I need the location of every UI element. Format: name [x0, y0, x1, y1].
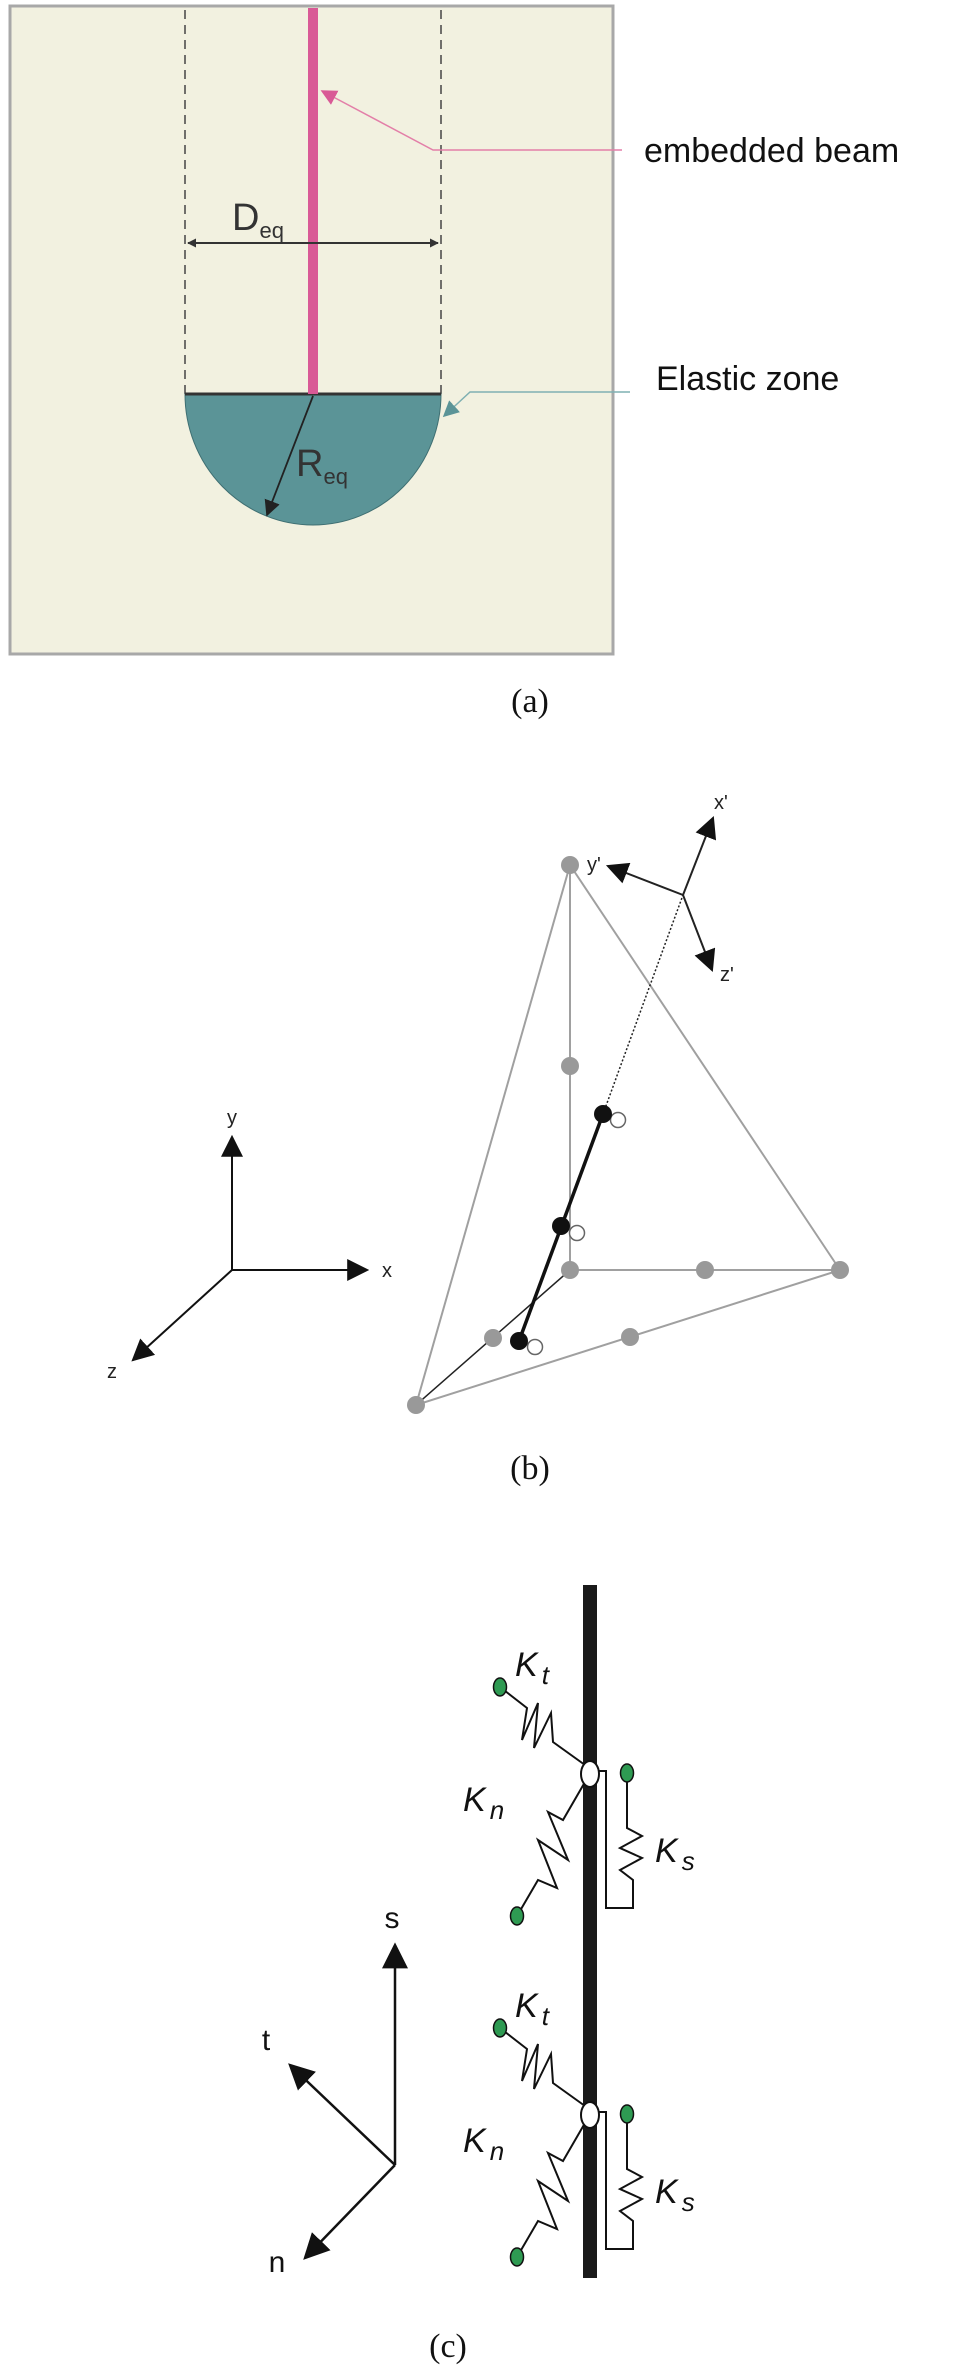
beam-dotted-extension	[602, 894, 684, 1115]
panel-a: Deq Req embedded beam Elastic zone (a)	[8, 4, 899, 720]
local-axes-stn	[288, 1942, 408, 2260]
global-axes	[131, 1134, 370, 1362]
virtual-nodes	[526, 1111, 627, 1356]
ground-node-ks	[619, 2104, 635, 2124]
caption-c: (c)	[429, 2328, 467, 2365]
axis-label-n: n	[269, 2246, 286, 2279]
axis-label-s: s	[385, 1902, 400, 1935]
pile-beam	[583, 1585, 597, 2278]
tetra-element-edges	[415, 864, 841, 1406]
axis-label-z: z	[107, 1361, 117, 1383]
diameter-label: Deq	[232, 197, 284, 243]
spring-ks	[597, 1770, 645, 1909]
local-axis-label-z: z'	[720, 964, 734, 986]
panel-b: y x z	[107, 792, 849, 1487]
spring-kt	[499, 1686, 586, 1766]
axis-label-y: y	[227, 1107, 237, 1129]
axis-label-t: t	[262, 2024, 271, 2057]
spring-kt	[499, 2027, 586, 2107]
beam-nodes	[510, 1105, 612, 1350]
axis-label-x: x	[382, 1260, 392, 1282]
radius-label: Req	[296, 443, 348, 489]
ground-node-kt	[492, 2018, 508, 2038]
spring-kn	[516, 1781, 586, 1917]
ground-node-kt	[492, 1677, 508, 1697]
beam-node	[580, 1760, 600, 1788]
caption-a: (a)	[511, 683, 549, 720]
local-axes	[605, 815, 717, 973]
elastic-zone	[184, 393, 442, 526]
ground-node-ks	[619, 1763, 635, 1783]
local-axis-label-y: y'	[587, 854, 601, 876]
ground-node-kn	[509, 2247, 525, 2267]
embedded-beam	[308, 8, 318, 394]
radius-dimension-arrow	[264, 395, 314, 517]
zone-leader-line	[442, 391, 630, 418]
soil-nodes	[407, 856, 849, 1414]
spring-ks	[597, 2111, 645, 2250]
caption-b: (b)	[510, 1450, 550, 1487]
beam-leader-line	[320, 90, 622, 151]
beam-label: embedded beam	[644, 132, 899, 170]
zone-label: Elastic zone	[656, 360, 839, 398]
spring-kn	[516, 2122, 586, 2258]
ground-node-kn	[509, 1906, 525, 1926]
local-axis-label-x: x'	[714, 792, 728, 814]
beam-node	[580, 2101, 600, 2129]
